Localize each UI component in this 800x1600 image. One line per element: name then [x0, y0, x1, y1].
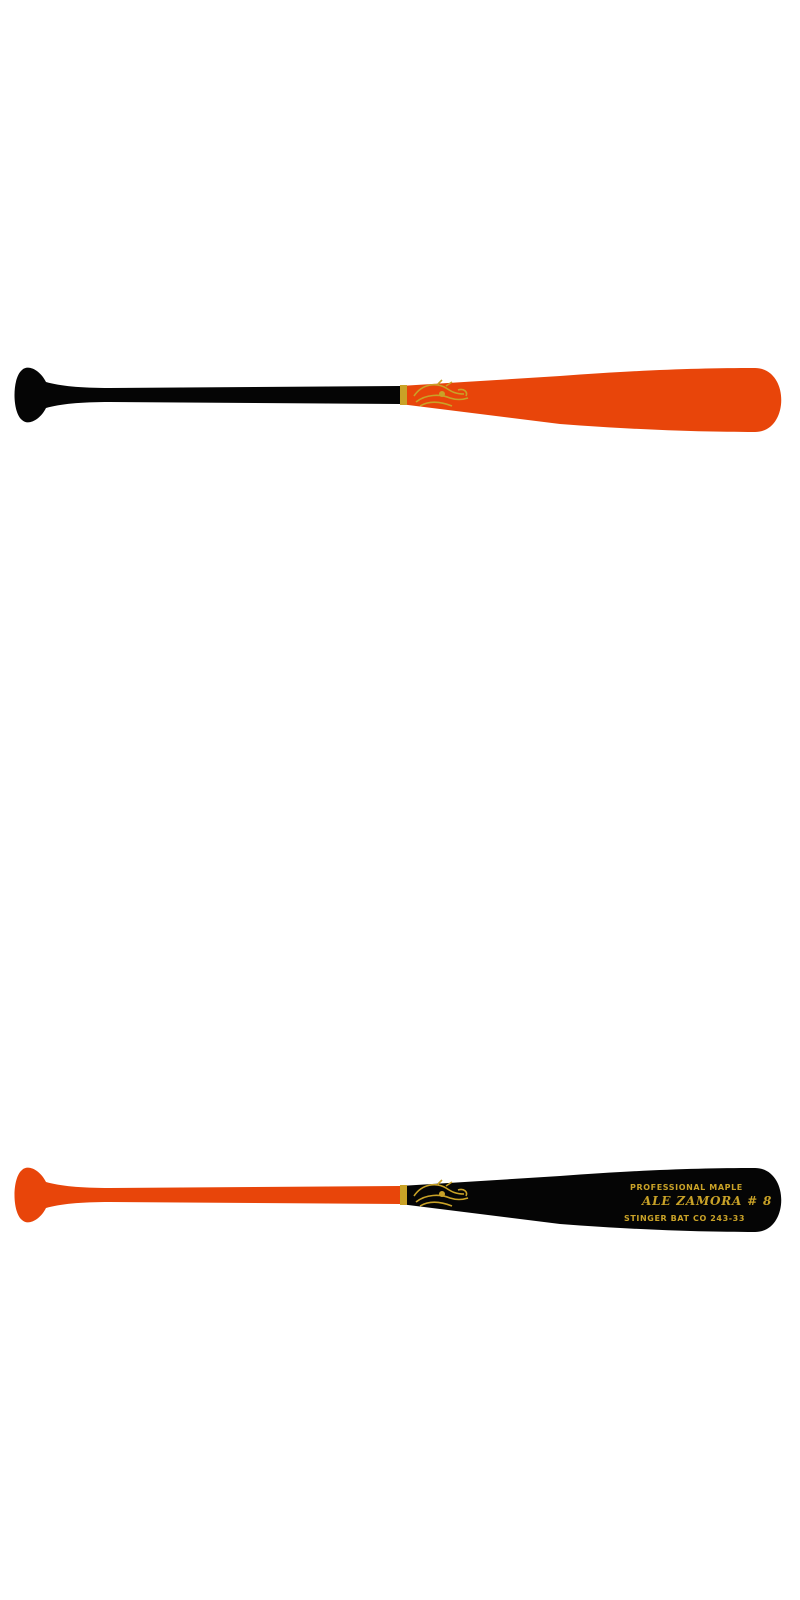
engraving-line-1: PROFESSIONAL MAPLE	[630, 1183, 743, 1192]
bat-barrel	[400, 1168, 782, 1232]
bat-orange-black: PROFESSIONAL MAPLE ALE ZAMORA # 8 STINGE…	[0, 1140, 800, 1260]
engraving-line-2: ALE ZAMORA # 8	[641, 1194, 772, 1208]
bat-band	[400, 385, 407, 405]
bat-black-orange	[0, 340, 800, 460]
bat-band	[400, 1185, 407, 1205]
engraving-line-3: STINGER BAT CO 243-33	[624, 1214, 745, 1223]
hornet-logo-icon	[413, 1179, 469, 1207]
bat-graphic	[14, 367, 782, 432]
hornet-logo-icon	[413, 379, 469, 407]
bat-barrel	[400, 368, 782, 432]
bat-graphic: PROFESSIONAL MAPLE ALE ZAMORA # 8 STINGE…	[14, 1167, 782, 1232]
bat-handle	[14, 1167, 400, 1223]
bat-handle	[14, 367, 400, 423]
